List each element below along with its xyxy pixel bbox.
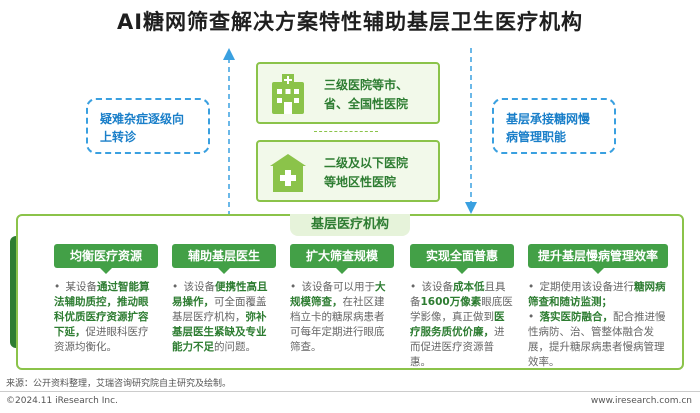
body-text: 的问题。 xyxy=(214,341,256,353)
card-body: • 该设备成本低且具备1600万像素眼底医学影像，真正做到医疗服务质优价廉，进而… xyxy=(410,280,514,370)
source-note: 来源：公开资料整理，艾瑞咨询研究院自主研究及绘制。 xyxy=(6,379,232,389)
body-text: 进而促进医疗资源普惠。 xyxy=(410,326,505,368)
secondary-hospital-line2: 等地区性医院 xyxy=(324,175,397,189)
chronic-management-box: 基层承接糖网慢 病管理职能 xyxy=(492,98,616,154)
bullet-dot: • xyxy=(410,281,420,293)
chronic-management-line1: 基层承接糖网慢 xyxy=(506,112,591,126)
tertiary-hospital-line2: 省、全国性医院 xyxy=(324,97,409,111)
clinic-cross-icon xyxy=(270,154,306,192)
body-text: 该设备 xyxy=(421,281,454,293)
upward-referral-line2: 上转诊 xyxy=(100,130,137,144)
secondary-hospital-line1: 二级及以下医院 xyxy=(324,156,409,170)
card-body: • 该设备便携性高且易操作，可全面覆盖基层医疗机构，弥补基层医生紧缺及专业能力不… xyxy=(172,280,276,355)
body-text: 配合推进慢性病防、治、管整体融合发展，提升糖尿病患者慢病管理效率。 xyxy=(528,311,666,368)
body-text: 可全面覆盖基层医疗机构， xyxy=(172,296,267,323)
bullet-dot: • xyxy=(290,281,300,293)
body-text: 该设备可以用于 xyxy=(301,281,376,293)
right-down-arrow xyxy=(465,48,477,214)
primary-care-box xyxy=(16,214,684,370)
hospital-building-icon xyxy=(272,74,304,114)
copyright: ©2024.11 iResearch Inc. xyxy=(6,396,118,406)
upward-referral-box: 疑难杂症逐级向 上转诊 xyxy=(86,98,210,154)
body-text: 在社区建档立卡的糖尿病患者可每年定期进行眼底筛查。 xyxy=(290,296,385,353)
card-body: • 某设备通过智能算法辅助质控，推动眼科优质医疗资源扩容下延，促进眼科医疗资源均… xyxy=(54,280,158,355)
primary-care-title: 基层医疗机构 xyxy=(290,214,410,236)
page-title: AI糖网筛查解决方案特性辅助基层卫生医疗机构 xyxy=(116,10,584,34)
left-tab-decoration xyxy=(10,236,20,348)
tertiary-hospital-label: 三级医院等市、 省、全国性医院 xyxy=(324,76,408,114)
body-text: 且具备 xyxy=(410,281,506,308)
highlight-text: 弥补基层医生紧缺及专业能力不足 xyxy=(172,311,267,353)
tertiary-hospital-line1: 三级医院等市、 xyxy=(324,78,409,92)
hospital-separator xyxy=(314,131,378,132)
chronic-management-line2: 病管理职能 xyxy=(506,130,567,144)
body-text: 促进眼科医疗资源均衡化。 xyxy=(54,326,149,353)
highlight-text: 落实医防融合， xyxy=(539,311,614,323)
bullet-dot: • xyxy=(528,311,538,323)
card-title: 提升基层慢病管理效率 xyxy=(528,244,668,274)
card-body: • 该设备可以用于大规模筛查，在社区建档立卡的糖尿病患者可每年定期进行眼底筛查。 xyxy=(290,280,394,355)
card-title: 实现全面普惠 xyxy=(410,244,514,274)
body-text: 眼底医学影像，真正做到 xyxy=(410,296,513,323)
left-up-arrow xyxy=(223,48,235,214)
card-title: 扩大筛查规模 xyxy=(290,244,394,274)
highlight-text: 1600万像素 xyxy=(420,296,482,308)
highlight-text: 糖网病筛查和随访监测； xyxy=(528,281,666,308)
highlight-text: 大规模筛查， xyxy=(290,281,386,308)
card-body: • 定期使用该设备进行糖网病筛查和随访监测；• 落实医防融合，配合推进慢性病防、… xyxy=(528,280,668,370)
highlight-text: 成本低 xyxy=(453,281,485,293)
card-title: 均衡医疗资源 xyxy=(54,244,158,274)
footer-divider xyxy=(0,391,700,392)
card-assist-doctors: 辅助基层医生 • 该设备便携性高且易操作，可全面覆盖基层医疗机构，弥补基层医生紧… xyxy=(172,244,276,355)
highlight-text: 医疗服务质优价廉， xyxy=(410,311,505,338)
bullet-dot: • xyxy=(54,281,64,293)
body-text: 某设备 xyxy=(65,281,98,293)
card-balance-resources: 均衡医疗资源 • 某设备通过智能算法辅助质控，推动眼科优质医疗资源扩容下延，促进… xyxy=(54,244,158,355)
bullet-dot: • xyxy=(172,281,182,293)
card-chronic-efficiency: 提升基层慢病管理效率 • 定期使用该设备进行糖网病筛查和随访监测；• 落实医防融… xyxy=(528,244,668,370)
card-universal-benefit: 实现全面普惠 • 该设备成本低且具备1600万像素眼底医学影像，真正做到医疗服务… xyxy=(410,244,514,370)
tertiary-hospital-box: 三级医院等市、 省、全国性医院 xyxy=(256,62,440,124)
body-text: 定期使用该设备进行 xyxy=(539,281,635,293)
bullet-dot: • xyxy=(528,281,538,293)
highlight-text: 通过智能算法辅助质控，推动眼科优质医疗资源扩容下延， xyxy=(54,281,150,338)
website-link[interactable]: www.iresearch.com.cn xyxy=(590,396,692,406)
highlight-text: 便携性高且易操作， xyxy=(172,281,268,308)
secondary-hospital-box: 二级及以下医院 等地区性医院 xyxy=(256,140,440,202)
card-title: 辅助基层医生 xyxy=(172,244,276,274)
upward-referral-line1: 疑难杂症逐级向 xyxy=(100,112,185,126)
card-expand-screening: 扩大筛查规模 • 该设备可以用于大规模筛查，在社区建档立卡的糖尿病患者可每年定期… xyxy=(290,244,394,355)
body-text: 该设备 xyxy=(183,281,216,293)
secondary-hospital-label: 二级及以下医院 等地区性医院 xyxy=(324,154,408,192)
